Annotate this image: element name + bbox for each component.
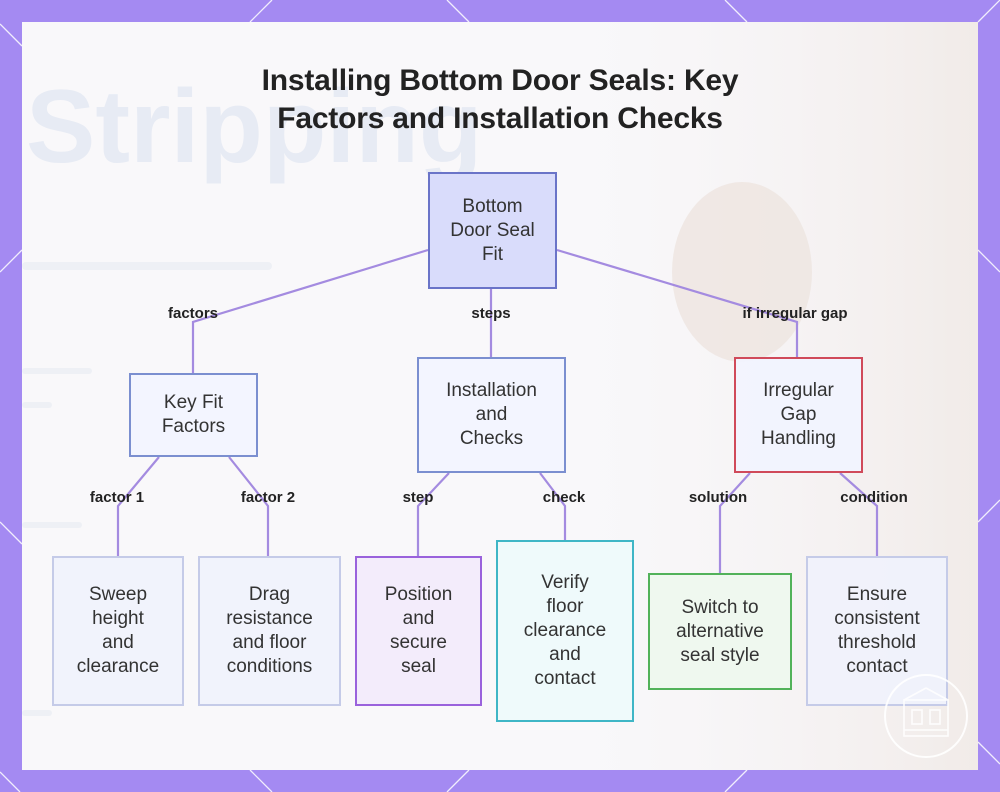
node-line: and	[102, 632, 134, 653]
node-line: contact	[534, 668, 596, 689]
node-line: Factors	[161, 416, 226, 437]
node-line: and floor	[232, 632, 307, 653]
node-ensure-threshold-contact: Ensure consistent threshold contact	[806, 556, 948, 706]
node-line: and	[402, 608, 435, 629]
node-position-and-secure-seal: Position and secure seal	[355, 556, 482, 706]
node-line: Installation	[446, 380, 537, 401]
node-key-fit-factors: Key Fit Factors	[129, 373, 258, 457]
node-line: Switch to	[681, 596, 759, 618]
node-bottom-door-seal-fit: Bottom Door Seal Fit	[428, 172, 557, 289]
edge-label-step: step	[402, 489, 434, 506]
node-line: secure	[389, 632, 447, 653]
node-line: consistent	[834, 608, 920, 629]
node-line: seal style	[680, 644, 760, 666]
node-line: threshold	[837, 632, 917, 653]
node-line: conditions	[226, 656, 313, 677]
node-line: Handling	[761, 428, 836, 449]
edge-label-factors: factors	[167, 305, 219, 322]
edge-irregular-switch	[718, 472, 751, 573]
node-line: Checks	[459, 428, 524, 449]
watermark-logo-icon	[884, 674, 968, 758]
node-switch-seal-style: Switch to alternative seal style	[648, 573, 792, 690]
background-watermark-text: Stripping	[26, 69, 482, 185]
node-line: seal	[401, 656, 436, 677]
edge-label-factor-1: factor 1	[89, 489, 145, 506]
node-verify-floor-clearance: Verify floor clearance and contact	[496, 540, 634, 722]
edge-label-if-irregular-gap: if irregular gap	[742, 305, 848, 322]
node-line: Irregular	[763, 380, 834, 401]
edge-label-factor-2: factor 2	[240, 489, 296, 506]
title-line-2: Factors and Installation Checks	[277, 102, 723, 135]
node-irregular-gap-handling: Irregular Gap Handling	[734, 357, 863, 473]
node-line: and	[475, 404, 508, 425]
edge-label-solution: solution	[688, 489, 748, 506]
title-line-1: Installing Bottom Door Seals: Key	[261, 64, 739, 97]
node-line: Position	[384, 584, 453, 605]
node-sweep-height-clearance: Sweep height and clearance	[52, 556, 184, 706]
node-line: resistance	[226, 608, 313, 629]
edge-keyfit-drag	[228, 456, 270, 556]
node-line: and	[549, 644, 581, 665]
edge-label-check: check	[542, 489, 586, 506]
node-line: Drag	[248, 584, 291, 605]
node-line: Verify	[541, 572, 589, 593]
node-line: clearance	[523, 620, 607, 641]
edge-irregular-ensure	[839, 472, 879, 556]
edge-root-keyfit	[191, 248, 429, 373]
edge-root-irregular	[556, 248, 799, 357]
edge-label-steps: steps	[471, 305, 511, 322]
node-drag-resistance: Drag resistance and floor conditions	[198, 556, 341, 706]
edge-installation-position	[416, 472, 450, 556]
node-line: Fit	[481, 243, 504, 265]
node-line: clearance	[76, 656, 160, 677]
node-line: Ensure	[846, 584, 908, 605]
edge-installation-verify	[539, 472, 567, 540]
node-line: Bottom	[462, 195, 523, 217]
edge-keyfit-sweep	[116, 456, 160, 556]
node-line: height	[92, 608, 144, 629]
node-line: contact	[846, 656, 908, 677]
node-line: Door Seal	[450, 219, 535, 241]
node-line: Key Fit	[163, 392, 224, 413]
node-line: alternative	[676, 620, 764, 642]
node-line: Sweep	[88, 584, 148, 605]
node-installation-and-checks: Installation and Checks	[417, 357, 566, 473]
edge-label-condition: condition	[840, 489, 908, 506]
node-line: floor	[546, 596, 584, 617]
node-line: Gap	[780, 404, 817, 425]
diagram-title: Installing Bottom Door Seals: Key Factor…	[0, 62, 1000, 138]
